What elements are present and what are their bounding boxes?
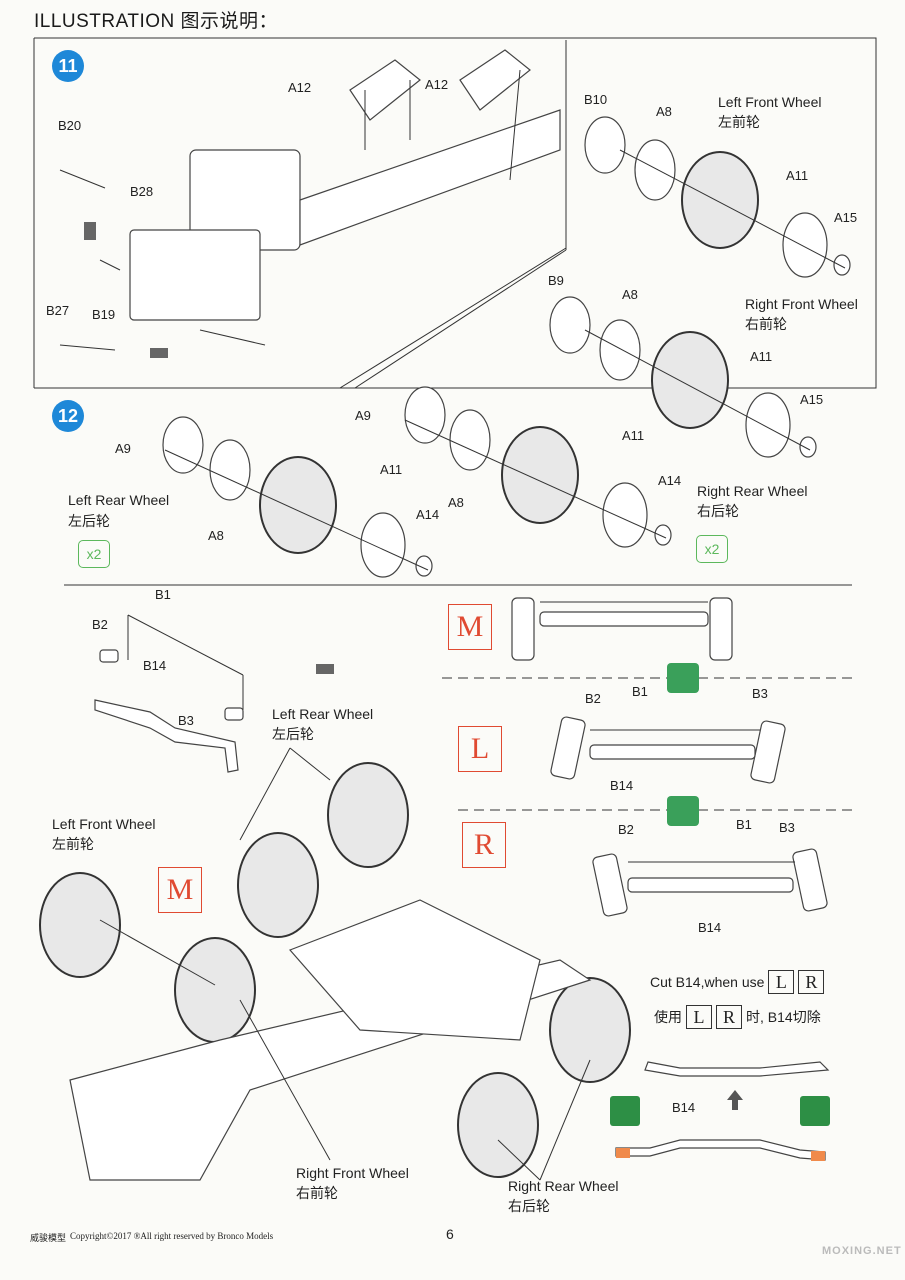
left-rear-wheel-en-2: Left Rear Wheel [272,706,374,722]
footer-brand: 威骏模型 [30,1233,67,1243]
steering-parts [94,614,244,773]
chassis-drawing [59,49,561,351]
arrow-down-icon [84,222,96,240]
cut-box-r-cn: R [716,1005,742,1029]
cut-box-r: R [798,970,825,994]
right-rear-wheel-cn-2: 右后轮 [508,1198,550,1214]
right-front-wheel-cn: 右前轮 [745,316,787,332]
page-title: ILLUSTRATION 图示说明： [34,11,279,32]
arrow-right-icon-2 [316,664,334,674]
cut-text-cn-prefix: 使用 [654,1009,682,1025]
label-l-b3: B3 [752,686,768,701]
variant-box-r: R [462,822,506,868]
cut-b14-diagram [615,1061,830,1161]
left-front-wheel-en: Left Front Wheel [718,94,822,110]
label-a8b: A8 [622,287,638,302]
quantity-badge-right: x2 [696,535,728,563]
label-r-b2: B2 [618,822,634,837]
right-rear-wheel-en: Right Rear Wheel [697,483,808,499]
label-r-b3: B3 [779,820,795,835]
cut-b14-instruction-en: Cut B14,when use L R [650,970,825,994]
label-b27: B27 [46,303,70,318]
label-a11-12: A11 [380,462,403,477]
cut-text-cn-suffix: 时, B14切除 [746,1009,821,1025]
label-b20: B20 [58,118,82,133]
label-b1: B1 [155,587,171,602]
footer-copyright: Copyright©2017 ®All right reserved by Br… [70,1231,274,1241]
label-r-b1: B1 [736,817,752,832]
label-a8-12: A8 [208,528,224,543]
right-front-wheel-cn-2: 右前轮 [296,1185,338,1201]
label-a14: A14 [416,507,440,522]
cut-box-l-cn: L [686,1005,712,1029]
arrow-right-icon [150,348,168,358]
right-rear-wheel-cn: 右后轮 [697,503,739,519]
rear-wheel-parts [162,386,672,578]
label-a11b-12: A11 [622,428,645,443]
right-front-wheel-en-2: Right Front Wheel [296,1165,409,1181]
step-12-badge: 12 [52,400,84,432]
label-b9: B9 [548,273,564,288]
left-front-wheel-en-2: Left Front Wheel [52,816,156,832]
flip-icon-1 [667,663,699,693]
left-rear-wheel-cn-2: 左后轮 [272,726,314,742]
variant-axles [511,597,828,917]
label-r-b14: B14 [698,920,722,935]
label-a15: A15 [834,210,858,225]
left-rear-wheel-en: Left Rear Wheel [68,492,170,508]
label-b14-cut: B14 [672,1100,696,1115]
label-b2: B2 [92,617,108,632]
cut-text-en: Cut B14,when use [650,974,765,990]
label-l-b2: B2 [585,691,601,706]
quantity-badge-left: x2 [78,540,110,568]
page-number: 6 [446,1226,454,1242]
watermark: MOXING.NET [822,1245,902,1257]
front-wheel-parts [549,116,851,458]
label-b3: B3 [178,713,194,728]
cut-box-l: L [768,970,795,994]
label-a11b: A11 [750,349,773,364]
left-rear-wheel-cn: 左后轮 [68,513,110,529]
right-front-wheel-en: Right Front Wheel [745,296,858,312]
main-assembly [39,747,631,1181]
label-a9b: A9 [355,408,371,423]
variant-box-m-main: M [158,867,202,913]
left-front-wheel-cn-2: 左前轮 [52,836,94,852]
label-l-b14: B14 [610,778,634,793]
label-b19: B19 [92,307,116,322]
step-11-badge: 11 [52,50,84,82]
right-rear-wheel-en-2: Right Rear Wheel [508,1178,619,1194]
flip-icon-2 [667,796,699,826]
label-l-b1: B1 [632,684,648,699]
label-b28: B28 [130,184,154,199]
cut-b14-instruction-cn: 使用 L R 时, B14切除 [654,1005,821,1029]
label-a12-1: A12 [288,80,312,95]
label-a14b: A14 [658,473,682,488]
label-a15b: A15 [800,392,824,407]
label-a9: A9 [115,441,131,456]
label-b14: B14 [143,658,167,673]
variant-box-m: M [448,604,492,650]
cut-icon-left [610,1096,640,1126]
label-a8b-12: A8 [448,495,464,510]
label-a11: A11 [786,168,809,183]
label-a8: A8 [656,104,672,119]
label-a12-2: A12 [425,77,449,92]
variant-box-l: L [458,726,502,772]
cut-icon-right [800,1096,830,1126]
label-b10: B10 [584,92,608,107]
left-front-wheel-cn: 左前轮 [718,114,760,130]
